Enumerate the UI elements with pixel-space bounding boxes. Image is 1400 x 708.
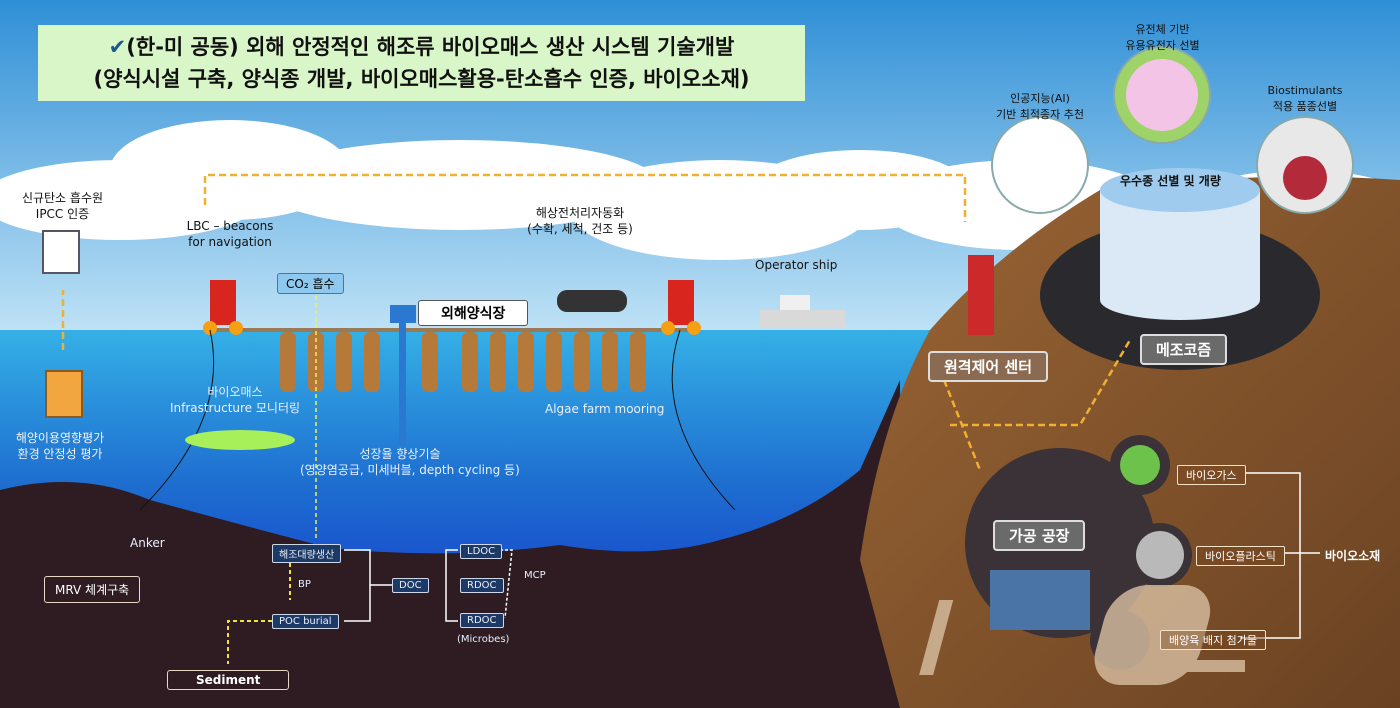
underwater-drone [185, 430, 295, 450]
rdoc-box: RDOC [460, 578, 504, 593]
control-tower [968, 255, 994, 335]
factory-building [990, 570, 1090, 630]
ai-circle [991, 116, 1089, 214]
doc-box: DOC [392, 578, 429, 593]
seaweed [280, 332, 646, 392]
pretreatment-machine [557, 290, 627, 312]
co2-absorption-box: CO₂ 흡수 [277, 273, 344, 294]
seabed [0, 380, 900, 708]
farm-label-box: 외해양식장 [418, 300, 529, 326]
upwelling-pipe [399, 320, 406, 445]
factory-box: 가공 공장 [993, 520, 1086, 551]
growth-tech-label: 성장율 향상기술(영양염공급, 미세버블, depth cycling 등) [300, 447, 520, 477]
flow-arrows [61, 173, 1132, 471]
biomaterial-label: 바이오소재 [1325, 549, 1381, 563]
title-banner: ✔(한-미 공동) 외해 안정적인 해조류 바이오매스 생산 시스템 기술개발 … [38, 25, 805, 101]
culture-media-box: 배양육 배지 첨가물 [1160, 630, 1266, 650]
mrv-box: MRV 체계구축 [44, 576, 141, 603]
bioplastic-box: 바이오플라스틱 [1196, 546, 1285, 566]
ldoc-box: LDOC [460, 544, 503, 559]
ai-label: 인공지능(AI)기반 최적종자 추천 [996, 92, 1084, 121]
mooring-label: Algae farm mooring [545, 402, 665, 416]
sediment-box: Sediment [167, 670, 290, 690]
buoys [203, 280, 701, 335]
bp-label: BP [298, 579, 311, 590]
biogas-box: 바이오가스 [1177, 465, 1246, 485]
check-circle-icon: ✔ [108, 35, 127, 59]
operator-ship [760, 310, 845, 328]
ship-label: Operator ship [755, 258, 838, 272]
poc-box: POC burial [272, 614, 339, 629]
control-center-box: 원격제어 센터 [928, 351, 1049, 382]
mesocosm-box: 메조코즘 [1140, 334, 1228, 365]
microbes-label: (Microbes) [457, 634, 510, 645]
title-line-2: (양식시설 구축, 양식종 개발, 바이오매스활용-탄소흡수 인증, 바이오소재… [93, 67, 750, 91]
rdoc-microbes-box: RDOC [460, 613, 504, 628]
certificate-icon [42, 230, 80, 274]
production-box: 해조대량생산 [272, 544, 342, 563]
news1-watermark [919, 585, 1245, 685]
title-line-1: ✔(한-미 공동) 외해 안정적인 해조류 바이오매스 생산 시스템 기술개발 [108, 35, 735, 59]
anker-label: Anker [130, 536, 165, 550]
pretreatment-label: 해상전처리자동화(수확, 세척, 건조 등) [527, 206, 633, 236]
checklist-icon [45, 370, 83, 418]
mcp-label: MCP [524, 570, 546, 581]
selection-label: 우수종 선별 및 개량 [1120, 174, 1221, 188]
